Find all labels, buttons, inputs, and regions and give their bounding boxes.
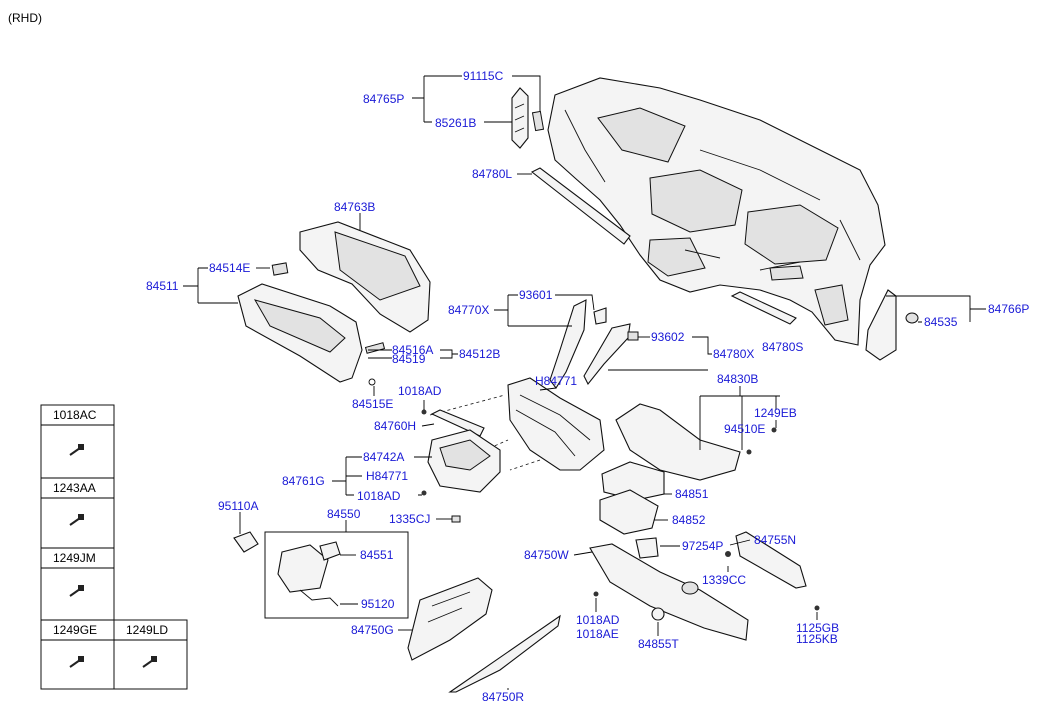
label-84770X: 84770X xyxy=(448,303,489,317)
label-84550: 84550 xyxy=(327,507,361,521)
label-84763B: 84763B xyxy=(334,200,375,214)
label-84516A: 84516A xyxy=(392,343,433,357)
fastener-code-1249LD: 1249LD xyxy=(126,623,168,637)
label-84750R: 84750R xyxy=(482,690,524,704)
label-84780S: 84780S xyxy=(762,340,803,354)
switch-97254P-illustration xyxy=(635,537,659,559)
label-93602: 93602 xyxy=(651,330,685,344)
column-shroud-illustration xyxy=(599,461,665,535)
bracket-84760H-illustration xyxy=(430,409,485,437)
panel-84750R-illustration xyxy=(448,614,561,693)
label-84750W: 84750W xyxy=(524,548,569,562)
label-84511: 84511 xyxy=(146,279,179,293)
glove-box-illustration xyxy=(237,221,431,386)
screw-icon-1243AA xyxy=(69,514,84,526)
clip-1335CJ-illustration xyxy=(451,515,461,523)
label-84760H: 84760H xyxy=(374,419,416,433)
fastener-code-1249JM: 1249JM xyxy=(53,551,96,565)
pillar-trim-illustration xyxy=(549,299,639,389)
fastener-code-1243AA: 1243AA xyxy=(53,481,96,495)
side-trim-84755N-illustration xyxy=(735,531,807,589)
leader-lines xyxy=(183,75,986,690)
label-1249EB: 1249EB xyxy=(754,406,797,420)
label-84765P: 84765P xyxy=(363,92,404,106)
variant-title: (RHD) xyxy=(8,11,42,25)
label-84780X: 84780X xyxy=(713,347,754,361)
cap-84855T-illustration xyxy=(651,607,665,621)
airbag-module-illustration xyxy=(264,531,409,619)
label-1018AE: 1018AE xyxy=(576,627,619,641)
callout-labels: 91115C 84765P 85261B 84780L 84763B 84514… xyxy=(146,69,1029,704)
label-84515E: 84515E xyxy=(352,397,393,411)
fastener-markers xyxy=(421,409,820,611)
screw-icon-1249LD xyxy=(142,656,157,668)
fastener-code-1018AC: 1018AC xyxy=(53,408,97,422)
fastener-code-1249GE: 1249GE xyxy=(53,623,97,637)
label-84766P: 84766P xyxy=(988,302,1029,316)
label-84551: 84551 xyxy=(360,548,394,562)
label-1125KB: 1125KB xyxy=(796,632,838,646)
label-84514E: 84514E xyxy=(209,261,250,275)
label-97254P: 97254P xyxy=(682,539,723,553)
label-84780L: 84780L xyxy=(472,167,512,181)
label-84755N: 84755N xyxy=(754,533,796,547)
screw-icon-1249GE xyxy=(69,656,84,668)
screw-icon-1249JM xyxy=(69,585,84,597)
label-94510E: 94510E xyxy=(724,422,765,436)
label-84855T: 84855T xyxy=(638,637,679,651)
label-1018AD-lower: 1018AD xyxy=(357,489,401,503)
label-91115C: 91115C xyxy=(463,69,504,83)
label-84851: 84851 xyxy=(675,487,709,501)
label-84830B: 84830B xyxy=(717,372,758,386)
fastener-table: 1018AC 1243AA 1249JM 1249GE 1249LD xyxy=(40,404,188,690)
label-1018AD-bottom: 1018AD xyxy=(576,613,620,627)
label-84535: 84535 xyxy=(924,315,958,329)
side-cover-84766P-illustration xyxy=(865,289,919,361)
sensor-95110A-illustration xyxy=(233,531,259,553)
label-84750G: 84750G xyxy=(351,623,394,637)
strip-84780S-illustration xyxy=(730,291,797,325)
label-H84771-lower: H84771 xyxy=(366,469,408,483)
label-84852: 84852 xyxy=(672,513,706,527)
panel-84830B-illustration xyxy=(615,403,741,481)
label-93601: 93601 xyxy=(519,288,553,302)
label-1339CC: 1339CC xyxy=(702,573,746,587)
label-95110A: 95110A xyxy=(218,499,258,513)
label-95120: 95120 xyxy=(361,597,395,611)
label-84761G: 84761G xyxy=(282,474,325,488)
label-1018AD-upper: 1018AD xyxy=(398,384,442,398)
label-H84771-upper: H84771 xyxy=(535,374,577,388)
center-bracket-illustration xyxy=(429,377,605,471)
crash-pad-illustration xyxy=(547,77,886,346)
trim-84765P-illustration xyxy=(511,87,545,149)
label-1335CJ: 1335CJ xyxy=(389,512,430,526)
label-85261B: 85261B xyxy=(435,116,476,130)
label-84519: 84519 xyxy=(392,352,426,366)
panel-84750G-illustration xyxy=(407,577,493,661)
tray-84742A-illustration xyxy=(427,429,501,493)
label-1125GB: 1125GB xyxy=(796,621,839,635)
screw-icon-1018AC xyxy=(69,444,84,456)
panel-84750W-illustration xyxy=(589,543,749,641)
label-84742A: 84742A xyxy=(363,450,404,464)
strip-84780L-illustration xyxy=(530,167,631,245)
label-84512B: 84512B xyxy=(459,347,500,361)
